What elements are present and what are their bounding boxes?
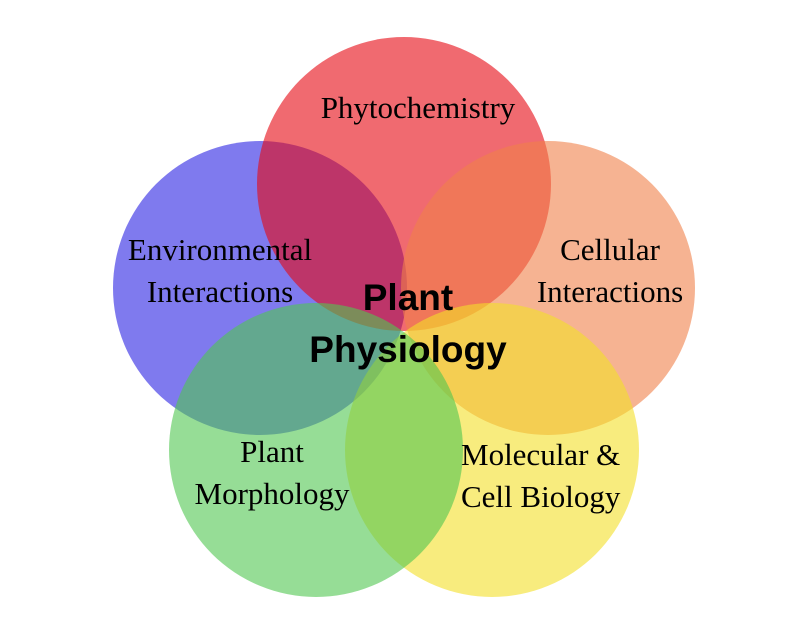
label-line-2: Morphology [194,476,350,511]
center-label-line-1: Plant [362,277,454,318]
label-line-2: Cell Biology [461,479,621,514]
label-line-1: Plant [240,434,304,469]
label-line-2: Interactions [146,274,294,309]
label-plant-morphology: Plant Morphology [195,431,350,515]
label-cellular-interactions: Cellular Interactions [537,229,683,313]
label-line-1: Molecular & [461,437,621,472]
center-label-line-2: Physiology [309,329,507,370]
label-plant-physiology: Plant Physiology [309,272,506,376]
label-molecular-cell-biology: Molecular & Cell Biology [461,434,620,518]
label-line-1: Environmental [127,232,313,267]
label-line-1: Cellular [560,232,660,267]
label-line-1: Phytochemistry [320,90,516,125]
label-line-2: Interactions [536,274,684,309]
label-environmental-interactions: Environmental Interactions [128,229,312,313]
circle-plant-morphology [169,303,463,597]
label-phytochemistry: Phytochemistry [321,87,516,129]
